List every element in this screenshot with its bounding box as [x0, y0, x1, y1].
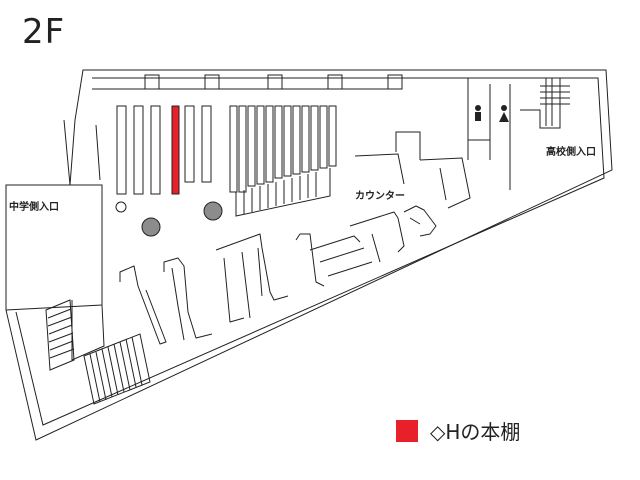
- column: [141, 217, 161, 237]
- reading-desks: [119, 205, 437, 345]
- legend-swatch: [396, 419, 418, 442]
- stairs-west: [45, 299, 75, 371]
- stair-landing: [71, 300, 105, 361]
- legend: ◇Hの本棚: [396, 416, 520, 445]
- stairs-south: [83, 333, 151, 405]
- column-small: [115, 201, 127, 213]
- floor-label: 2F: [22, 12, 66, 52]
- counter-area: [354, 131, 471, 209]
- highlighted-bookshelf-h: [171, 105, 180, 195]
- entrance-room-west: [5, 184, 103, 311]
- restroom-female-icon: [499, 105, 509, 122]
- bookshelves-low: [235, 168, 331, 217]
- bookshelves-center: [229, 105, 337, 193]
- stairs-northeast: [540, 78, 570, 126]
- bookshelves-left: [116, 105, 212, 195]
- restroom-area: [467, 78, 561, 190]
- restroom-male-icon: [475, 105, 481, 121]
- junior-high-entrance-label: 中学側入口: [9, 202, 59, 213]
- top-pillars: [144, 74, 403, 90]
- high-school-entrance-label: 高校側入口: [546, 147, 596, 158]
- column: [203, 201, 223, 221]
- legend-text: ◇Hの本棚: [430, 420, 521, 444]
- counter-label: カウンター: [355, 191, 405, 202]
- inner-wall-outline: [15, 77, 605, 426]
